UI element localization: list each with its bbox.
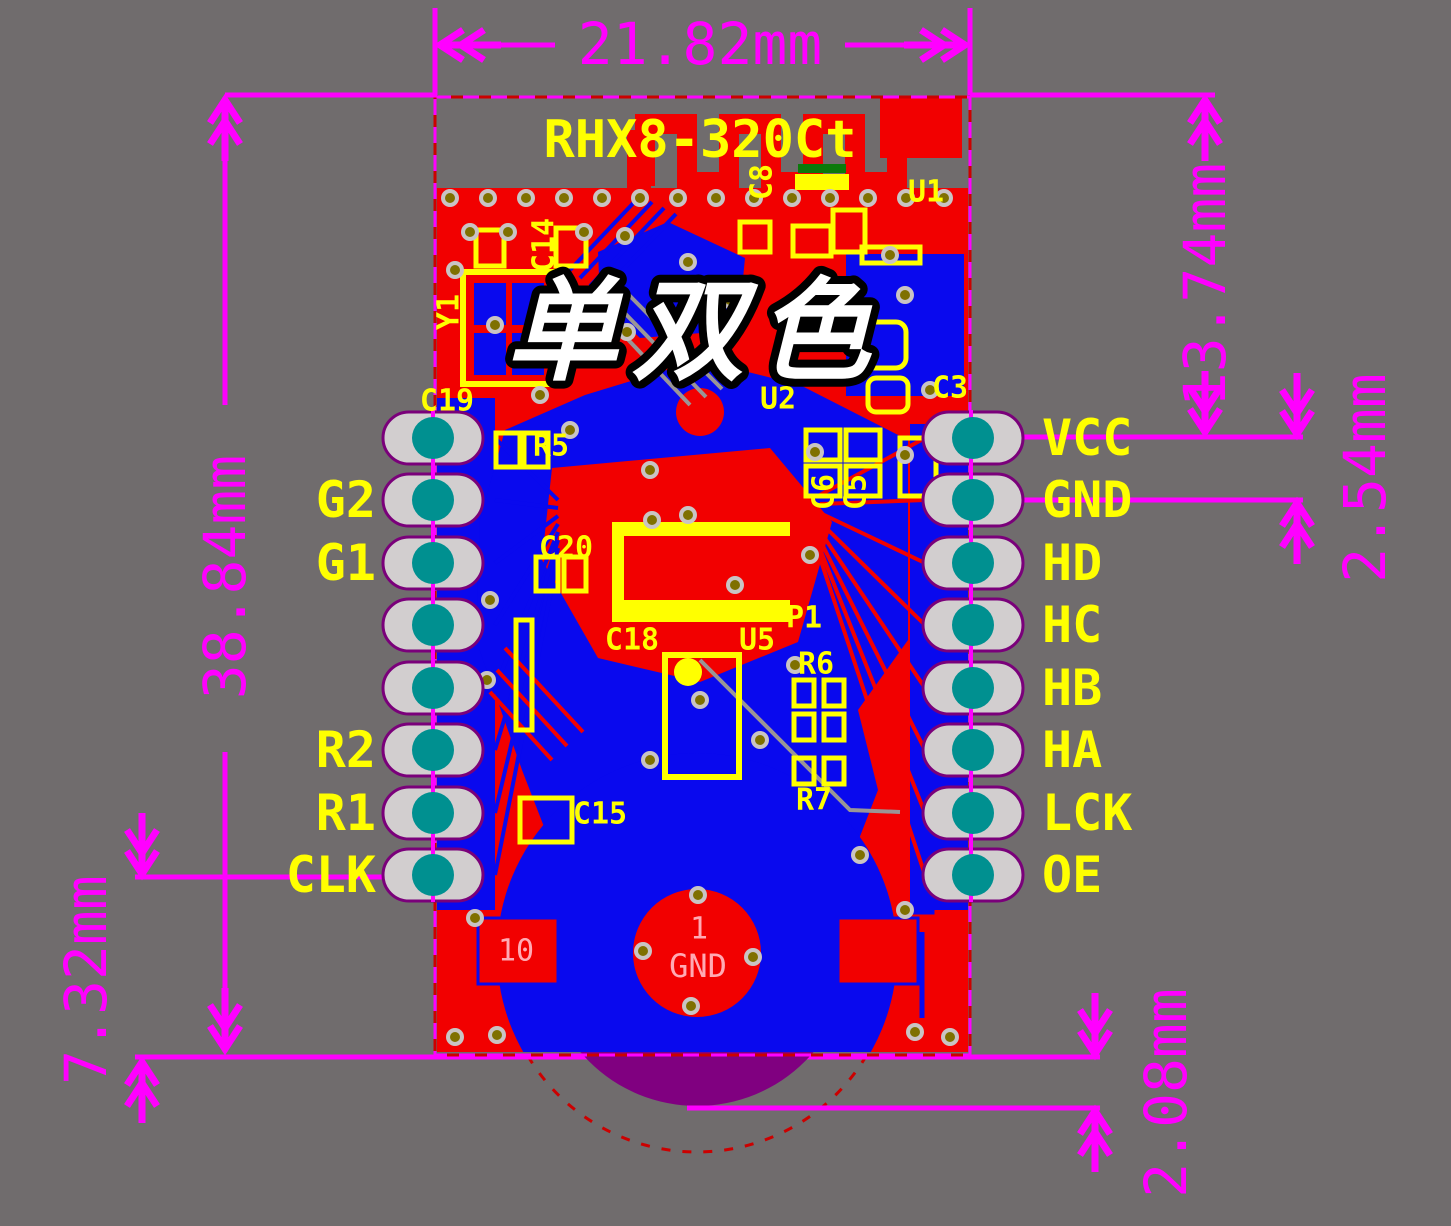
led-component [798, 164, 846, 173]
designator-c19: C19 [420, 384, 474, 419]
pin-label-hb: HB [1042, 659, 1102, 717]
right-pad-3-hole [952, 542, 994, 584]
pin-label-vcc: VCC [1042, 409, 1132, 467]
designator-y1: Y1 [432, 294, 467, 330]
designator-c6: C6 [807, 474, 842, 510]
pin-label-r2: R2 [316, 721, 376, 779]
dim-tab-protrusion: 2.08mm [1132, 988, 1200, 1198]
led-pad [795, 174, 849, 190]
left-pad-3-hole [412, 542, 454, 584]
board-title: RHX8-320Ct [543, 110, 856, 170]
designator-c5: C5 [839, 474, 874, 510]
left-pad-8-hole [412, 854, 454, 896]
right-pad-2-hole [952, 479, 994, 521]
antenna-meander [627, 96, 962, 192]
via-layer [441, 189, 959, 1046]
pad-holes [412, 417, 994, 896]
pin-label-gnd: GND [1042, 471, 1132, 529]
designator-c8: C8 [745, 164, 780, 200]
silkscreen-layer [460, 207, 939, 845]
designator-u2: U2 [760, 382, 796, 417]
dim-top-to-first-pin: 13.74mm [1171, 163, 1239, 407]
dim-clk-to-bottom: 7.32mm [52, 875, 120, 1085]
gnd-center-pad [633, 889, 761, 1017]
left-pad-7-hole [412, 792, 454, 834]
right-pad-4-hole [952, 604, 994, 646]
designator-c14: C14 [527, 218, 562, 272]
pin-label-hd: HD [1042, 534, 1102, 592]
pin-label-g1: G1 [316, 534, 376, 592]
right-pad-6-hole [952, 729, 994, 771]
dim-board-height: 38.84mm [191, 455, 259, 699]
pin-label-ha: HA [1042, 721, 1102, 779]
gnd-pin-name: GND [669, 947, 727, 985]
left-pad-1-hole [412, 417, 454, 459]
dim-pin-pitch: 2.54mm [1331, 373, 1399, 583]
left-pad-5-hole [412, 667, 454, 709]
designator-c3: C3 [932, 371, 968, 406]
left-pad-4-hole [412, 604, 454, 646]
dim-board-width: 21.82mm [578, 10, 822, 78]
designator-u5: U5 [739, 623, 775, 658]
gnd-pin-number: 1 [690, 912, 708, 947]
left-pad-6-hole [412, 729, 454, 771]
designator-c20: C20 [539, 531, 593, 566]
designator-u1: U1 [908, 175, 944, 210]
bottom-pad10-label: 10 [498, 934, 534, 969]
overlay-watermark-text: 单双色 [506, 267, 884, 397]
pin-label-r1: R1 [316, 784, 376, 842]
left-pad-2-hole [412, 479, 454, 521]
designator-r6: R6 [798, 647, 834, 682]
designator-p1: P1 [786, 601, 822, 636]
pin-label-oe: OE [1042, 846, 1102, 904]
pin-label-lck: LCK [1042, 784, 1132, 842]
right-pad-5-hole [952, 667, 994, 709]
designator-c15: C15 [573, 797, 627, 832]
right-pad-7-hole [952, 792, 994, 834]
designator-r5: R5 [533, 429, 569, 464]
right-pad-1-hole [952, 417, 994, 459]
pin-label-clk: CLK [286, 846, 376, 904]
pin-label-hc: HC [1042, 596, 1102, 654]
designator-c18: C18 [605, 623, 659, 658]
right-pad-8-hole [952, 854, 994, 896]
designator-r7: R7 [796, 783, 832, 818]
pin-label-g2: G2 [316, 471, 376, 529]
crystal-outline [460, 269, 558, 387]
